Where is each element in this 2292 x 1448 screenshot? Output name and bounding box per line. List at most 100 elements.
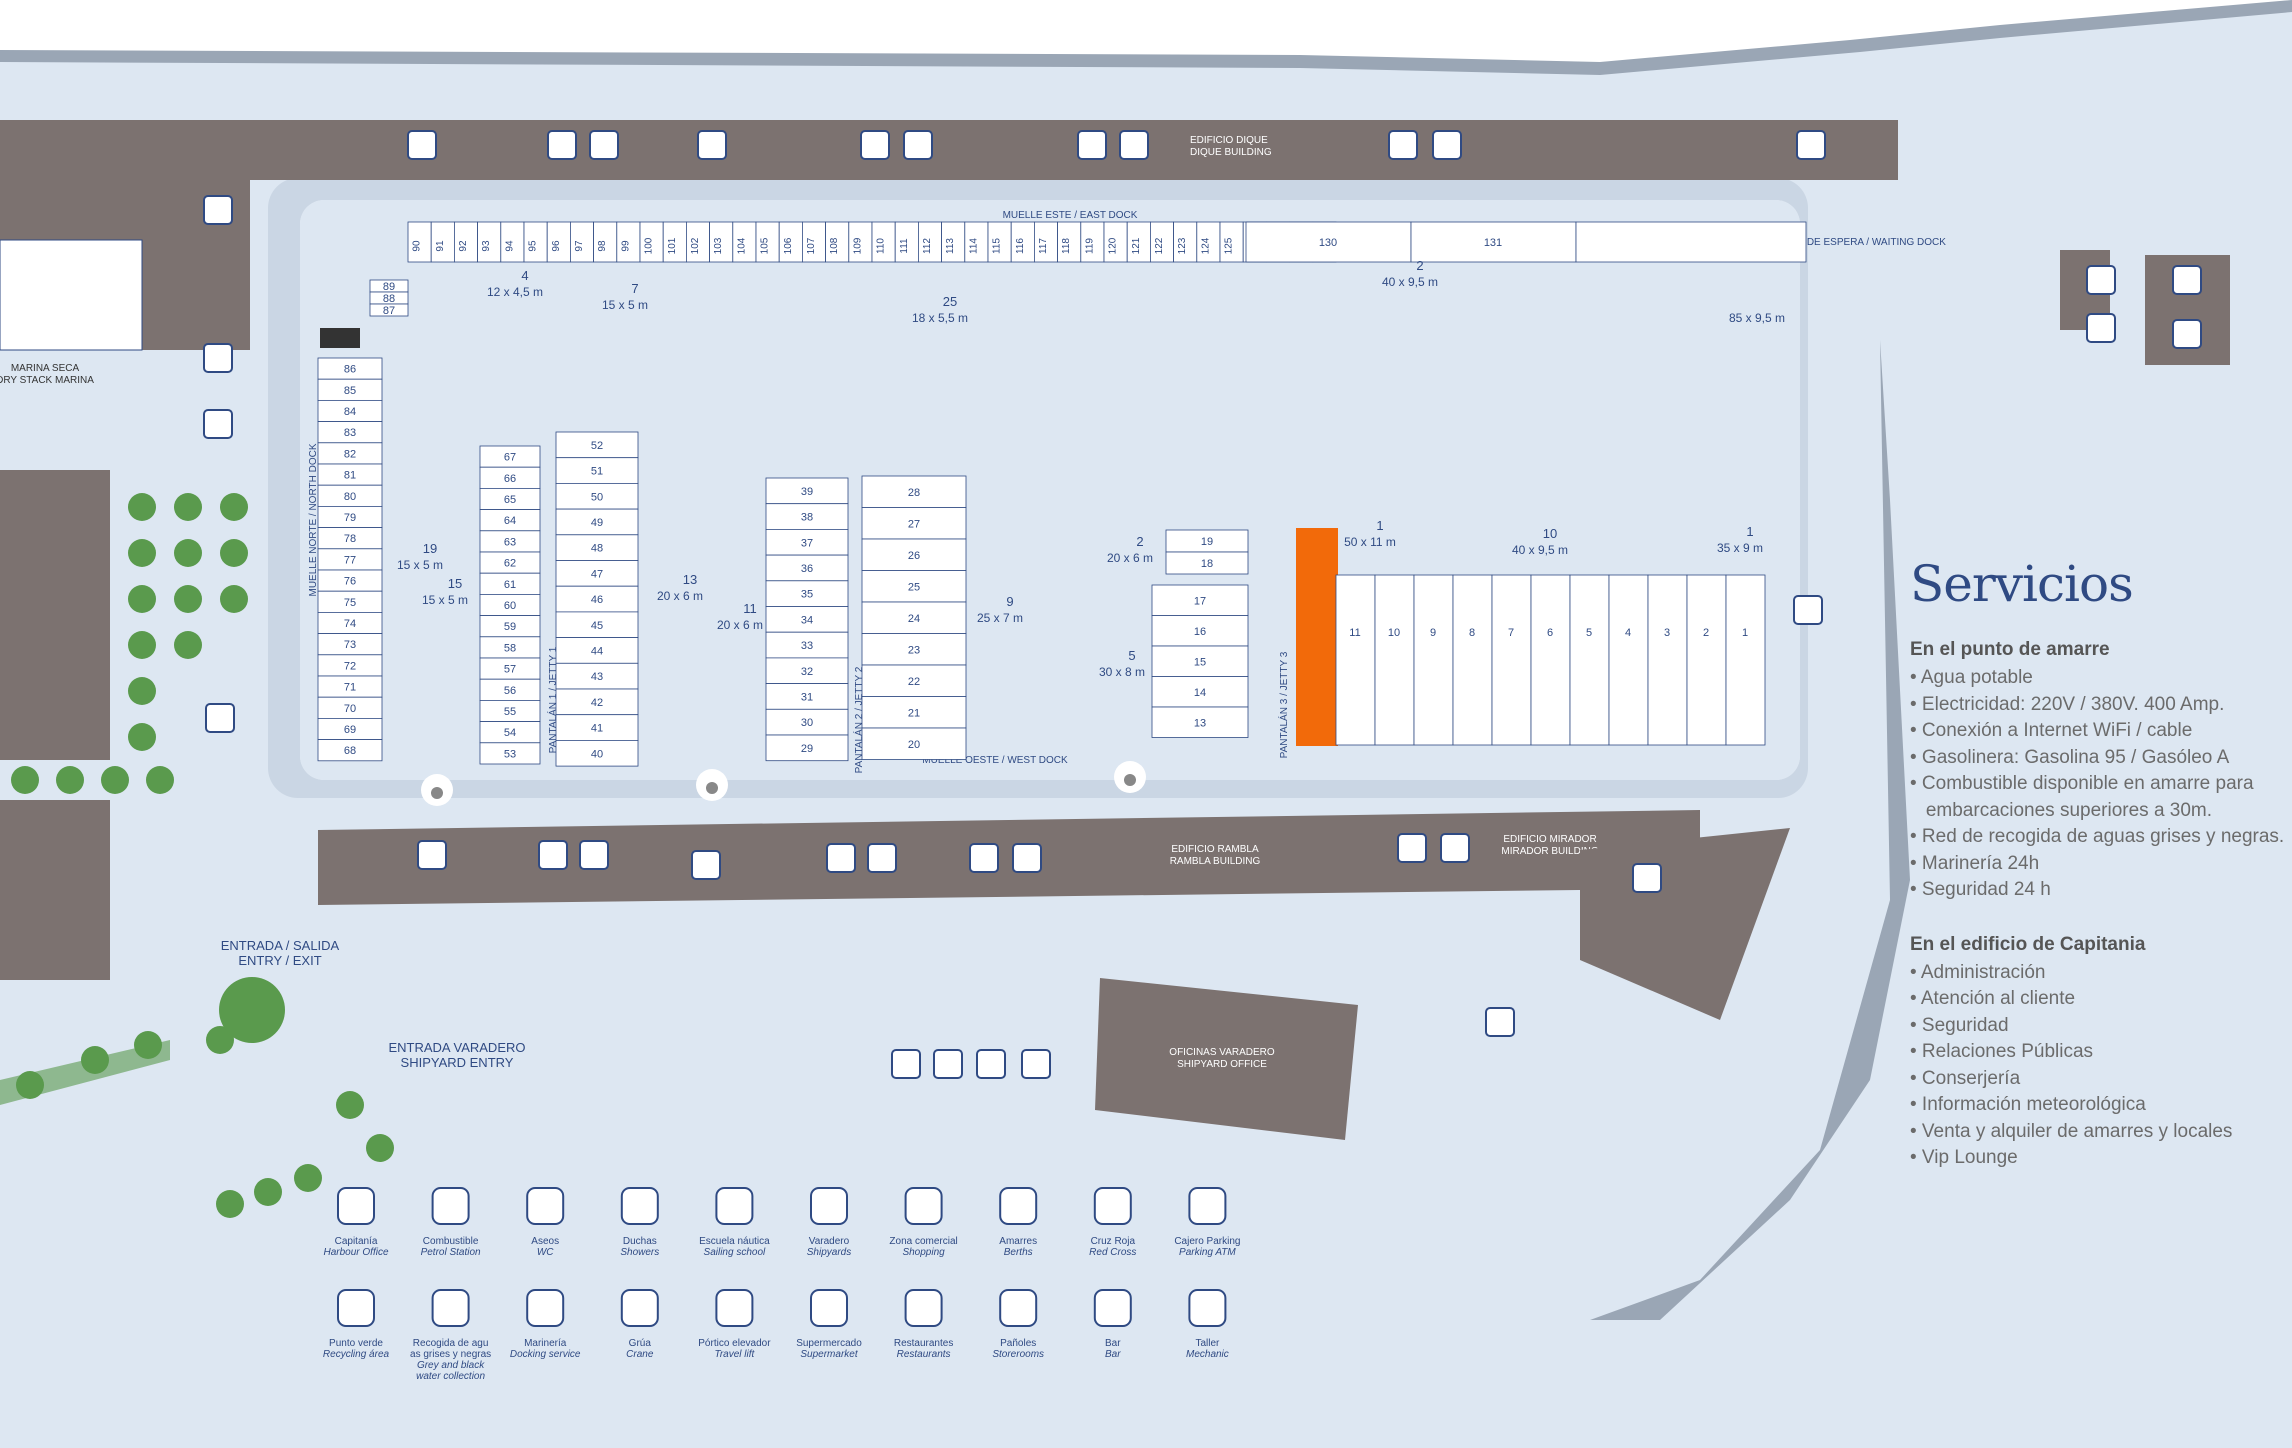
parking-icon bbox=[1012, 843, 1042, 873]
jetty2-left-berth-number: 37 bbox=[801, 537, 813, 549]
south-berth-number: 5 bbox=[1586, 627, 1592, 639]
south-berth bbox=[1452, 574, 1493, 746]
berth-size: 35 x 9 m bbox=[1717, 541, 1763, 555]
east-dock-label: MUELLE ESTE / EAST DOCK bbox=[1003, 210, 1138, 221]
legend-label: Duchas bbox=[623, 1236, 657, 1247]
storeroom-icon bbox=[969, 843, 999, 873]
tree bbox=[128, 493, 156, 521]
parking-icon bbox=[1119, 130, 1149, 160]
berth-size: 20 x 6 m bbox=[657, 589, 703, 603]
jetty2-right-berth bbox=[861, 570, 967, 603]
north-dock-label: MUELLE NORTE / NORTH DOCK bbox=[308, 443, 319, 596]
jetty1-left-berth-number: 53 bbox=[504, 748, 516, 760]
berth-count: 5 bbox=[1128, 648, 1135, 663]
shower-icon bbox=[1397, 833, 1427, 863]
jetty2-right-berth-number: 25 bbox=[908, 581, 920, 593]
jetty1-left-berth-number: 65 bbox=[504, 494, 516, 506]
south-berth bbox=[1374, 574, 1415, 746]
marina-seca-box bbox=[0, 239, 143, 351]
jetty1-right-berth-number: 46 bbox=[591, 594, 603, 606]
east-dock-berth-number: 92 bbox=[458, 240, 469, 252]
fuel-icon bbox=[2086, 313, 2116, 343]
berth-service-item: • Combustible disponible en amarre para bbox=[1910, 773, 2254, 794]
jetty1-right-berth bbox=[555, 482, 639, 510]
legend-label: Taller bbox=[1195, 1338, 1220, 1349]
marina-seca-label: DRY STACK MARINA bbox=[0, 375, 94, 386]
boat-lift-icon bbox=[976, 1049, 1006, 1079]
west-dock-label: MUELLE OESTE / WEST DOCK bbox=[922, 755, 1068, 766]
waiting-dock-label: MUELLE DE ESPERA / WAITING DOCK bbox=[1764, 237, 1946, 248]
south-berth bbox=[1491, 574, 1532, 746]
office-service-item: • Conserjería bbox=[1910, 1067, 2021, 1089]
jetty2-right-berth bbox=[861, 601, 967, 634]
berth-count: 11 bbox=[743, 601, 757, 616]
rambla-label: EDIFICIO RAMBLA bbox=[1171, 844, 1259, 855]
tree bbox=[128, 723, 156, 751]
south-berth-number: 3 bbox=[1664, 627, 1670, 639]
cart-icon bbox=[2086, 265, 2116, 295]
legend-label: Pórtico elevador bbox=[698, 1338, 771, 1349]
jetty2-right-berth-number: 24 bbox=[908, 613, 920, 625]
services-title: Servicios bbox=[1910, 555, 2134, 613]
jetty1-left-berth-number: 63 bbox=[504, 536, 516, 548]
jetty3-top-berth-number: 19 bbox=[1201, 536, 1213, 548]
berth-size: 50 x 11 m bbox=[1344, 535, 1396, 549]
legend-sublabel: Petrol Station bbox=[421, 1247, 481, 1258]
office-services-list: • Administración• Atención al cliente• S… bbox=[1910, 960, 2290, 1172]
berth-size: 40 x 9,5 m bbox=[1382, 275, 1438, 289]
jetty2-left-berth bbox=[765, 631, 849, 659]
crane-icon bbox=[620, 1289, 659, 1327]
jetty2-left-berth bbox=[765, 734, 849, 762]
office-service-item: • Relaciones Públicas bbox=[1910, 1041, 2094, 1062]
legend-label: Recogida de agu bbox=[413, 1338, 489, 1349]
jetty1-right-berth bbox=[555, 560, 639, 587]
east-dock-berth-number: 110 bbox=[876, 238, 887, 254]
berth-service-item: • Electricidad: 220V / 380V. 400 Amp. bbox=[1910, 693, 2225, 715]
shipyard-entry-label: SHIPYARD ENTRY bbox=[401, 1055, 514, 1070]
legend-sublabel: Crane bbox=[626, 1349, 654, 1360]
water-drop-icon bbox=[706, 782, 718, 794]
north-dock-berth-number: 86 bbox=[344, 364, 356, 376]
north-dock-berth-number: 75 bbox=[344, 597, 356, 609]
berth-count: 2 bbox=[1416, 258, 1423, 273]
berth-count: 19 bbox=[423, 541, 437, 556]
berth-count: 10 bbox=[1543, 526, 1557, 541]
entry-exit-label: ENTRADA / SALIDA bbox=[221, 938, 340, 953]
legend-sublabel: Supermarket bbox=[800, 1349, 858, 1360]
jetty1-right-berth bbox=[555, 431, 639, 459]
recycling-icon bbox=[337, 1289, 375, 1327]
jetty3-left-berth-number: 14 bbox=[1194, 687, 1206, 699]
east-dock-berth-number: 111 bbox=[899, 238, 910, 254]
office-services-heading: En el edificio de Capitania bbox=[1910, 933, 2146, 955]
legend-label: Grúa bbox=[629, 1338, 652, 1349]
jetty2-right-berth-number: 22 bbox=[908, 676, 920, 688]
east-dock-berth-number: 116 bbox=[1015, 238, 1026, 254]
berth-highlight bbox=[1296, 528, 1338, 746]
legend-sublabel: Shipyards bbox=[807, 1247, 851, 1258]
legend-sublabel: Mechanic bbox=[1186, 1349, 1229, 1360]
east-dock-berth-number: 109 bbox=[852, 237, 863, 254]
jetty1-right-berth-number: 51 bbox=[591, 466, 603, 478]
east-dock-berth-number: 90 bbox=[412, 240, 423, 252]
legend-sublabel: Berths bbox=[1004, 1247, 1033, 1258]
restaurant-icon bbox=[904, 1289, 943, 1327]
legend-sublabel: Sailing school bbox=[704, 1247, 766, 1258]
tree bbox=[220, 585, 248, 613]
north-dock-berth-number: 72 bbox=[344, 660, 356, 672]
legend-sublabel: Showers bbox=[620, 1247, 659, 1258]
captain-icon bbox=[337, 1187, 375, 1225]
shower-icon bbox=[1388, 130, 1418, 160]
jetty2-right-berth bbox=[861, 664, 967, 697]
jetty1-right-berth-number: 44 bbox=[591, 645, 603, 657]
jetty2-left-berth-number: 38 bbox=[801, 512, 813, 524]
berth-size: 12 x 4,5 m bbox=[487, 285, 543, 299]
jetty2-right-berth-number: 28 bbox=[908, 487, 920, 499]
jetty2-left-berth bbox=[765, 529, 849, 556]
berth-size: 40 x 9,5 m bbox=[1512, 543, 1568, 557]
berth-count: 4 bbox=[521, 268, 528, 283]
left-building-1 bbox=[0, 470, 110, 760]
cart-icon bbox=[810, 1289, 848, 1327]
jetty1-left-berth-number: 62 bbox=[504, 558, 516, 570]
crane-icon bbox=[891, 1049, 921, 1079]
jetty1-right-berth-number: 45 bbox=[591, 620, 603, 632]
